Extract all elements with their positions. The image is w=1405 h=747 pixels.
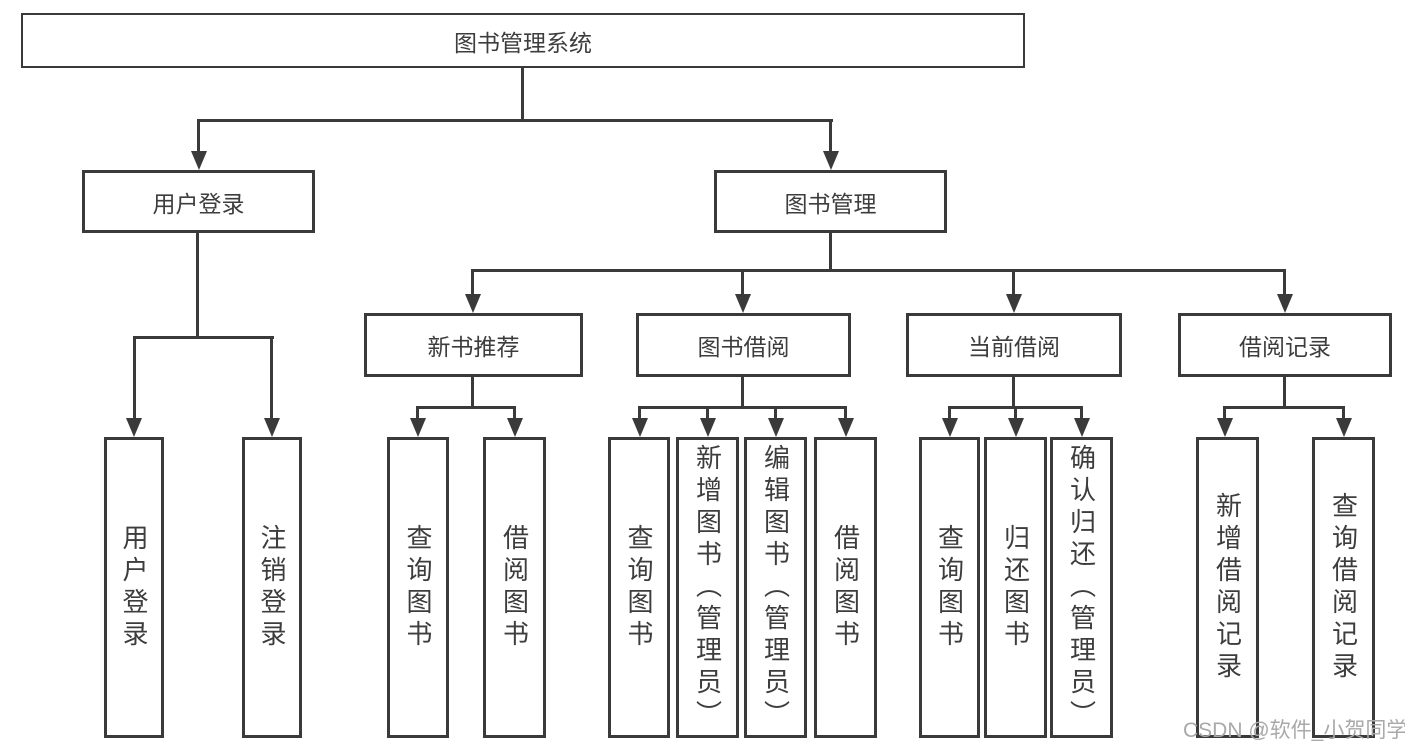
edge-g4-stem: [1283, 377, 1286, 409]
node-current-borrowing: 当前借阅: [906, 313, 1122, 377]
edge-g3-c2: [1014, 406, 1017, 424]
leaf-label: 查询借阅记录: [1328, 491, 1359, 684]
node-label: 图书借阅: [697, 334, 790, 360]
node-new-book-recommendation: 新书推荐: [364, 313, 583, 377]
leaf-query-books-borrowing: 查询图书: [608, 437, 670, 738]
leaf-edit-book-admin: 编辑图书（管理员）: [744, 437, 807, 738]
arrowhead-current: [1006, 294, 1022, 313]
edge-root-stem: [521, 68, 524, 121]
arrowhead-g1-c1: [410, 418, 426, 437]
csdn-watermark: CSDN @软件_小贺同学: [1183, 719, 1405, 742]
arrowhead-records: [1277, 294, 1293, 313]
leaf-label: 确认归还（管理员）: [1066, 443, 1097, 732]
arrowhead-g1-c2: [507, 418, 523, 437]
arrowhead-recommendation: [465, 294, 481, 313]
edge-stem-borrowing: [741, 269, 744, 300]
arrowhead-g3-c3: [1074, 418, 1090, 437]
leaf-add-borrow-record: 新增借阅记录: [1196, 437, 1259, 738]
node-label: 图书管理系统: [454, 29, 592, 56]
edge-g2-c4: [844, 406, 847, 424]
edge-user-login-stem: [196, 233, 199, 339]
edge-root-split: [197, 119, 833, 122]
node-label: 新书推荐: [427, 334, 520, 360]
leaf-query-borrow-record: 查询借阅记录: [1312, 437, 1375, 738]
edge-g4-c1: [1223, 406, 1226, 424]
leaf-label: 归还图书: [1000, 523, 1031, 652]
edge-book-management-stem: [829, 233, 832, 272]
edge-g2-c2: [706, 406, 709, 424]
arrowhead-g4-c1: [1217, 418, 1233, 437]
edge-stem-leaf-login: [133, 336, 136, 424]
arrowhead-g2-c1: [632, 418, 648, 437]
edge-stem-book-management: [829, 119, 832, 157]
arrowhead-g2-c3: [768, 418, 784, 437]
leaf-borrow-books-recommend: 借阅图书: [483, 437, 546, 738]
node-library-management-system: 图书管理系统: [21, 13, 1025, 68]
edge-stem-recommendation: [471, 269, 474, 300]
leaf-borrow-books-borrowing: 借阅图书: [814, 437, 877, 738]
leaf-user-login: 用户登录: [104, 437, 164, 738]
edge-g4-split: [1223, 406, 1345, 409]
arrowhead-g2-c2: [700, 418, 716, 437]
edge-stem-current: [1012, 269, 1015, 300]
edge-user-login-split: [133, 336, 274, 339]
arrowhead-leaf-logout: [264, 418, 280, 437]
leaf-query-books-recommend: 查询图书: [387, 437, 449, 738]
leaf-label: 编辑图书（管理员）: [760, 443, 791, 732]
edge-g2-stem: [741, 377, 744, 409]
arrowhead-g3-c2: [1008, 418, 1024, 437]
arrowhead-g2-c4: [838, 418, 854, 437]
leaf-label: 查询图书: [934, 523, 965, 652]
leaf-label: 用户登录: [119, 523, 149, 652]
leaf-logout: 注销登录: [242, 437, 302, 738]
leaf-label: 注销登录: [257, 523, 287, 652]
leaf-query-books-current: 查询图书: [919, 437, 980, 738]
node-borrowing-records: 借阅记录: [1178, 313, 1392, 377]
node-user-login: 用户登录: [82, 170, 315, 233]
edge-book-management-split: [471, 269, 1286, 272]
leaf-return-books: 归还图书: [984, 437, 1047, 738]
arrowhead-borrowing: [735, 294, 751, 313]
leaf-confirm-return-admin: 确认归还（管理员）: [1050, 437, 1113, 738]
leaf-label: 查询图书: [624, 523, 654, 652]
leaf-label: 借阅图书: [830, 523, 861, 652]
arrowhead-book-management: [823, 151, 839, 170]
edge-g3-c3: [1080, 406, 1083, 424]
edge-g2-c3: [774, 406, 777, 424]
edge-stem-records: [1283, 269, 1286, 300]
arrowhead-leaf-login: [126, 418, 142, 437]
edge-g4-c2: [1342, 406, 1345, 424]
arrowhead-g4-c2: [1336, 418, 1352, 437]
edge-stem-user-login: [197, 119, 200, 157]
leaf-label: 查询图书: [403, 523, 433, 652]
node-book-borrowing: 图书借阅: [636, 313, 851, 377]
arrowhead-g3-c1: [942, 418, 958, 437]
edge-g3-c1: [948, 406, 951, 424]
leaf-label: 新增借阅记录: [1212, 491, 1243, 684]
node-label: 图书管理: [784, 190, 877, 217]
leaf-label: 新增图书（管理员）: [692, 443, 723, 732]
edge-g1-split: [416, 406, 516, 409]
edge-stem-leaf-logout: [270, 336, 273, 424]
edge-g3-stem: [1012, 377, 1015, 409]
edge-g2-split: [638, 406, 847, 409]
node-label: 当前借阅: [968, 334, 1060, 360]
node-label: 借阅记录: [1239, 334, 1331, 360]
edge-g2-c1: [638, 406, 641, 424]
leaf-add-book-admin: 新增图书（管理员）: [676, 437, 739, 738]
node-book-management: 图书管理: [714, 170, 947, 233]
edge-g1-stem: [471, 377, 474, 409]
node-label: 用户登录: [152, 190, 245, 217]
arrowhead-user-login: [191, 151, 207, 170]
edge-g1-c1: [416, 406, 419, 424]
edge-g1-c2: [513, 406, 516, 424]
leaf-label: 借阅图书: [499, 523, 530, 652]
